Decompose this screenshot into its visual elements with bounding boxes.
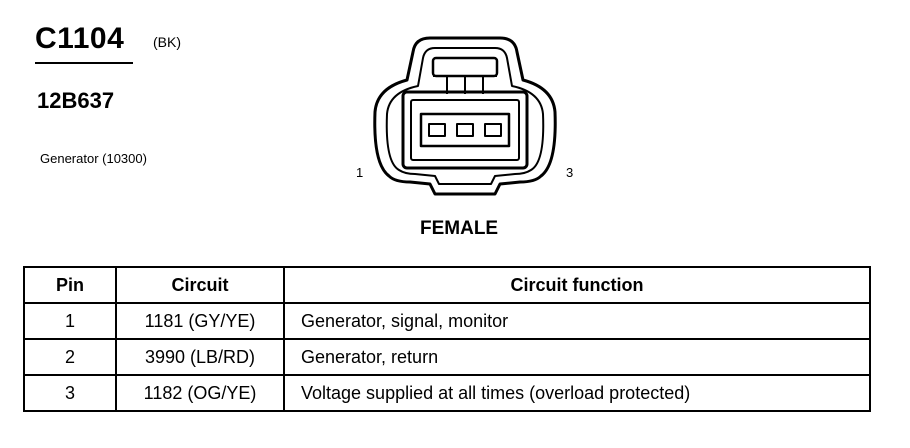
locking-tab bbox=[431, 56, 499, 78]
circuit-cell: 1182 (OG/YE) bbox=[115, 374, 285, 412]
header-circuit-function: Circuit function bbox=[283, 266, 871, 304]
connector-id: C1104 bbox=[35, 22, 125, 55]
part-number: 12B637 bbox=[37, 88, 115, 113]
circuit-function-cell: Voltage supplied at all times (overload … bbox=[283, 374, 871, 412]
terminal-block-outer bbox=[401, 90, 529, 170]
connector-housing-outline bbox=[373, 36, 557, 196]
table-row: 2 3990 (LB/RD) Generator, return bbox=[23, 338, 871, 376]
component-label: Generator (10300) bbox=[40, 151, 147, 166]
pin-cavity-2 bbox=[456, 123, 474, 137]
circuit-cell: 3990 (LB/RD) bbox=[115, 338, 285, 376]
pin-cavity-3 bbox=[484, 123, 502, 137]
connector-inner-outline bbox=[385, 47, 545, 185]
table-row: 3 1182 (OG/YE) Voltage supplied at all t… bbox=[23, 374, 871, 412]
terminal-block-inner bbox=[410, 99, 520, 161]
pin-table-header-row: Pin Circuit Circuit function bbox=[23, 266, 871, 304]
header-circuit: Circuit bbox=[115, 266, 285, 304]
terminal-cavity-frame bbox=[419, 112, 511, 148]
connector-gender: FEMALE bbox=[420, 218, 499, 239]
table-row: 1 1181 (GY/YE) Generator, signal, monito… bbox=[23, 302, 871, 340]
pin-cell: 3 bbox=[23, 374, 117, 412]
connector-id-underline bbox=[35, 62, 133, 64]
header-pin: Pin bbox=[23, 266, 117, 304]
pin-1-label: 1 bbox=[356, 165, 364, 180]
pin-cavity-1 bbox=[428, 123, 446, 137]
connector-face-drawing bbox=[373, 36, 557, 196]
circuit-function-cell: Generator, signal, monitor bbox=[283, 302, 871, 340]
circuit-function-cell: Generator, return bbox=[283, 338, 871, 376]
pin-table: Pin Circuit Circuit function 1 1181 (GY/… bbox=[23, 266, 871, 412]
circuit-cell: 1181 (GY/YE) bbox=[115, 302, 285, 340]
pin-cell: 2 bbox=[23, 338, 117, 376]
pin-3-label: 3 bbox=[566, 165, 574, 180]
pin-cell: 1 bbox=[23, 302, 117, 340]
color-code: (BK) bbox=[153, 34, 181, 50]
